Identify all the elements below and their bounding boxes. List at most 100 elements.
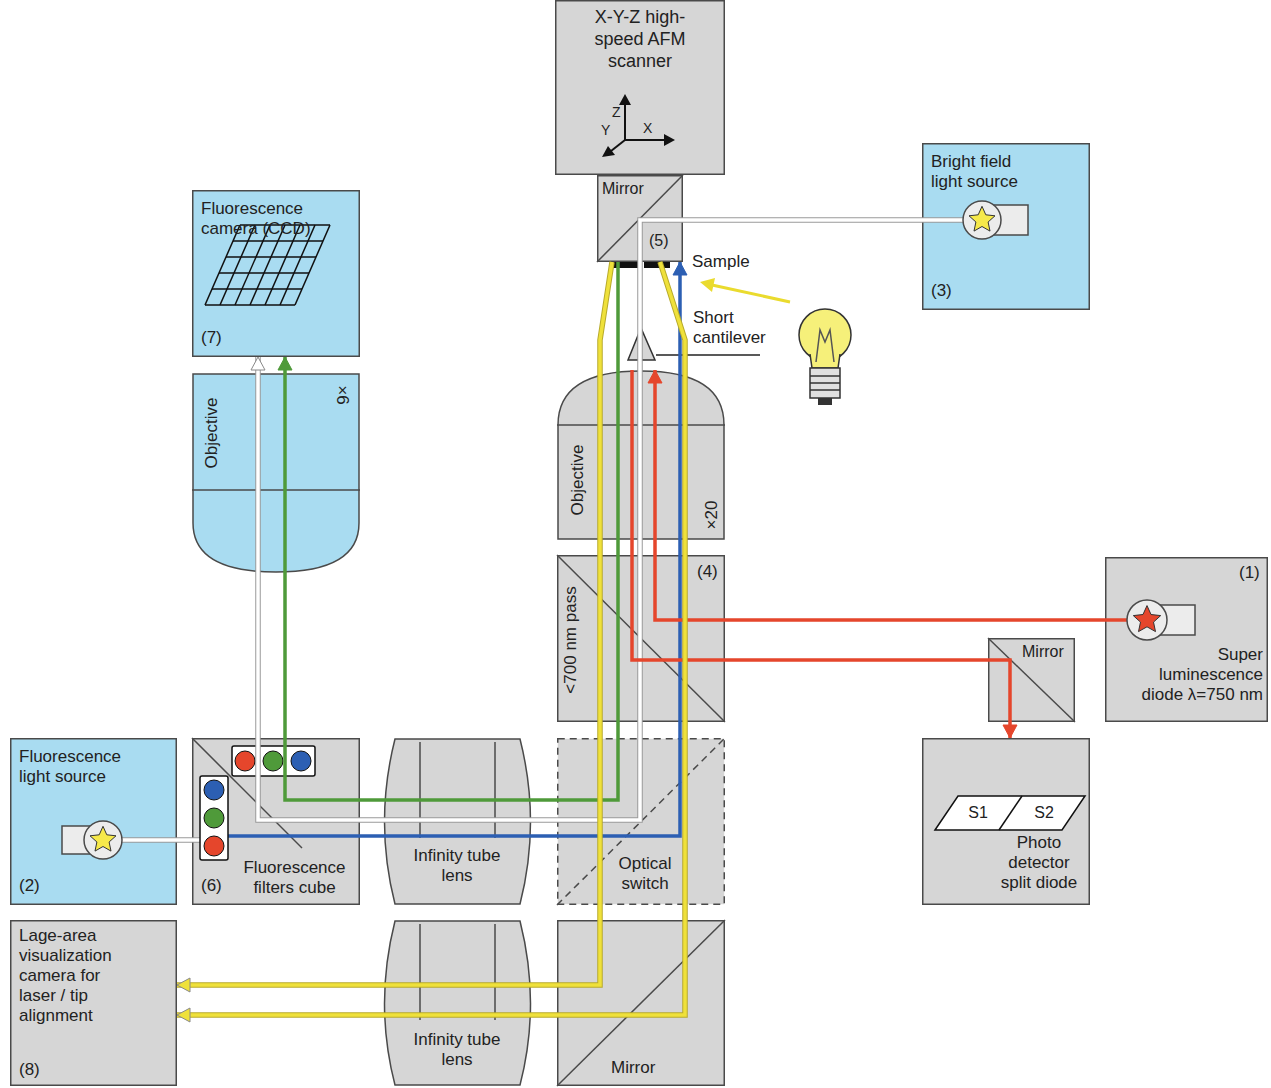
part-label: Fluorescence camera (CCD) — [201, 199, 341, 239]
part-label: Infinity tube lens — [397, 846, 517, 886]
part-label: ×6 — [332, 385, 352, 404]
part-label: ×20 — [702, 501, 722, 530]
part-label: Objective — [202, 398, 222, 469]
light-beam — [1003, 722, 1017, 738]
beam-line — [177, 838, 192, 842]
arrow-head — [673, 262, 687, 275]
text-holder: Sample — [692, 252, 772, 272]
text-holder: (2) — [19, 876, 59, 896]
text-holder: Infinity tube lens — [397, 846, 517, 886]
text-holder: (6) — [201, 876, 231, 896]
beam-line — [258, 220, 922, 820]
text-holder: Y — [601, 122, 615, 139]
text-holder: Mirror — [1022, 642, 1072, 661]
text-holder: X — [643, 120, 657, 137]
optics-box: S1 S2Photo detector split diode — [922, 738, 1090, 905]
beam-outline — [177, 262, 685, 1015]
text-holder: Infinity tube lens — [397, 1030, 517, 1070]
part-label: Super luminescence diode λ=750 nm — [1123, 645, 1263, 705]
part-label: X-Y-Z high-speed AFM scanner — [584, 6, 696, 72]
beam-outline — [258, 220, 922, 820]
part-label: S1 — [958, 803, 998, 822]
text-holder: Optical switch — [605, 854, 685, 894]
optics-box: X-Y-Z high-speed AFM scanner — [555, 0, 725, 175]
text-holder: (5) — [649, 231, 679, 250]
text-holder: Fluorescence light source — [19, 747, 139, 787]
part-label: Fluorescence light source — [19, 747, 139, 787]
part-label: S2 — [1024, 803, 1064, 822]
light-beam — [177, 262, 685, 1022]
arrow-head — [1003, 725, 1017, 738]
optics-box: (1) Super luminescence diode λ=750 nm — [1105, 557, 1268, 722]
text-holder: S2 — [1024, 803, 1064, 822]
part-label: (4) — [697, 562, 723, 582]
optics-box: Mirror — [988, 638, 1075, 722]
text-holder: (7) — [201, 328, 241, 348]
beam-outline — [177, 837, 192, 843]
part-label: Objective — [568, 445, 588, 516]
text-holder: (8) — [19, 1060, 59, 1080]
annotation-label: Z — [612, 104, 626, 121]
text-holder: Mirror — [602, 179, 662, 198]
part-label: <700 nm pass — [561, 586, 581, 693]
part-label: (2) — [19, 876, 59, 896]
part-label: Fluorescence filters cube — [232, 858, 357, 898]
arrow-head — [648, 370, 662, 383]
arrow-head — [251, 357, 265, 370]
beam-line — [655, 370, 1105, 620]
part-label: (7) — [201, 328, 241, 348]
text-holder: (1) — [1239, 563, 1265, 583]
text-holder: S1 — [958, 803, 998, 822]
text-holder: Bright field light source — [931, 152, 1041, 192]
text-holder: Lage-area visualization camera for laser… — [19, 926, 141, 1026]
text-holder: Photo detector split diode — [994, 833, 1084, 893]
part-label: Photo detector split diode — [994, 833, 1084, 893]
part-label: (1) — [1239, 563, 1265, 583]
light-beam — [278, 262, 618, 800]
arrow-head — [177, 978, 190, 992]
annotation-label: Y — [601, 122, 615, 139]
text-holder: Fluorescence camera (CCD) — [201, 199, 341, 239]
part-label: (8) — [19, 1060, 59, 1080]
part-label: Bright field light source — [931, 152, 1041, 192]
optics-box: Mirror — [557, 920, 725, 1086]
text-holder: Fluorescence filters cube — [232, 858, 357, 898]
optics-box: Bright field light source (3) — [922, 143, 1090, 310]
annotation-label: X — [643, 120, 657, 137]
light-beam — [251, 220, 922, 820]
annotation-label: Sample — [692, 252, 772, 272]
light-beam — [648, 370, 1105, 620]
beam-outline — [177, 262, 612, 985]
annotation-label: Short cantilever — [693, 308, 783, 348]
text-holder: (4) — [697, 562, 723, 582]
beam-line — [177, 262, 612, 985]
text-holder: Mirror — [611, 1058, 681, 1078]
text-holder: Z — [612, 104, 626, 121]
arrow-head — [278, 357, 292, 370]
part-label: Optical switch — [605, 854, 685, 894]
part-label: Lage-area visualization camera for laser… — [19, 926, 141, 1026]
text-holder: Short cantilever — [693, 308, 783, 348]
optics-box: Fluorescence light source (2) — [10, 738, 177, 905]
optics-box: Fluorescence camera (CCD) (7) — [192, 190, 360, 357]
optics-box: Objective ×6 — [192, 373, 360, 573]
part-label: Mirror — [1022, 642, 1072, 661]
part-label: Mirror — [611, 1058, 681, 1078]
beam-line — [285, 262, 618, 800]
text-holder: Super luminescence diode λ=750 nm — [1123, 645, 1263, 705]
optics-box: Infinity tube lens — [375, 920, 540, 1086]
part-label: (5) — [649, 231, 679, 250]
arrow-head — [177, 1008, 190, 1022]
beam-line — [177, 262, 685, 1015]
part-label: Infinity tube lens — [397, 1030, 517, 1070]
part-label: Mirror — [602, 179, 662, 198]
light-beam — [177, 262, 612, 992]
light-beam — [177, 840, 192, 841]
part-label: (3) — [931, 281, 971, 301]
text-holder: (3) — [931, 281, 971, 301]
text-holder: X-Y-Z high-speed AFM scanner — [584, 6, 696, 72]
optics-box: Lage-area visualization camera for laser… — [10, 920, 177, 1086]
